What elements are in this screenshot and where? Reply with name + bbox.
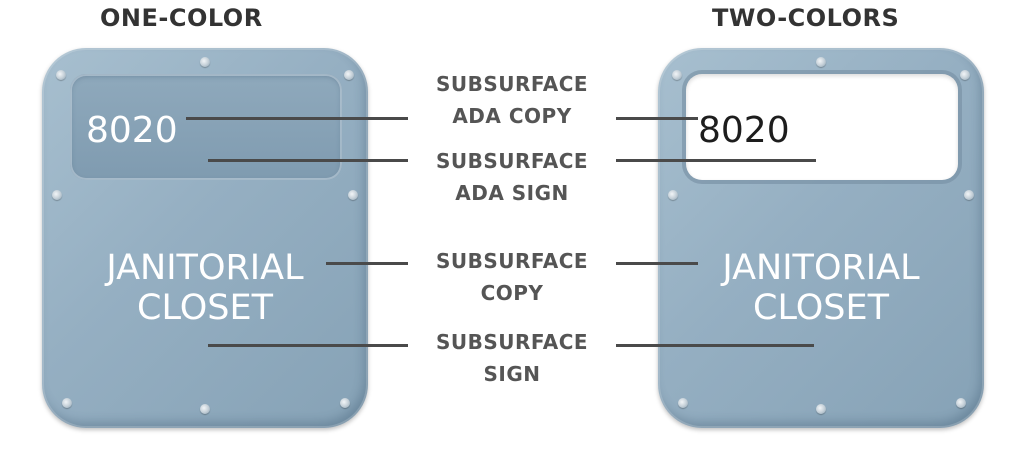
room-name-line2: CLOSET [753, 288, 889, 328]
heading-one-color: ONE-COLOR [100, 4, 263, 32]
screw-icon [678, 398, 688, 408]
leader-line-copy-left [326, 262, 408, 265]
screw-icon [344, 70, 354, 80]
screw-icon [668, 190, 678, 200]
screw-icon [672, 70, 682, 80]
leader-line-sign-left [208, 344, 408, 347]
room-name-line1: JANITORIAL [106, 248, 304, 288]
leader-line-ada-sign-left [208, 159, 408, 162]
screw-icon [956, 398, 966, 408]
screw-icon [816, 404, 826, 414]
callout-subsurface-ada-copy: SUBSURFACE ADA COPY [408, 68, 616, 132]
screw-icon [52, 190, 62, 200]
room-name-line1: JANITORIAL [722, 248, 920, 288]
callout-line2: ADA SIGN [455, 181, 569, 205]
callout-line1: SUBSURFACE [435, 330, 589, 354]
room-number: 8020 [86, 110, 178, 151]
callout-line1: SUBSURFACE [435, 249, 589, 273]
screw-icon [56, 70, 66, 80]
leader-line-ada-sign-right [616, 159, 816, 162]
room-name: JANITORIAL CLOSET [42, 248, 368, 328]
callout-line2: SIGN [483, 362, 541, 386]
screw-icon [200, 57, 210, 67]
callout-line1: SUBSURFACE [435, 149, 589, 173]
screw-icon [348, 190, 358, 200]
sign-one-color: 8020 JANITORIAL CLOSET [42, 48, 368, 428]
heading-two-colors: TWO-COLORS [712, 4, 900, 32]
screw-icon [200, 404, 210, 414]
screw-icon [816, 57, 826, 67]
callout-line1: SUBSURFACE [435, 72, 589, 96]
callout-subsurface-ada-sign: SUBSURFACE ADA SIGN [408, 145, 616, 209]
leader-line-copy-right [616, 262, 698, 265]
leader-line-ada-copy-right [616, 117, 698, 120]
leader-line-ada-copy-left [186, 117, 408, 120]
leader-line-sign-right [616, 344, 814, 347]
callout-line2: ADA COPY [452, 104, 572, 128]
ada-panel [70, 74, 342, 180]
screw-icon [964, 190, 974, 200]
screw-icon [340, 398, 350, 408]
room-name-line2: CLOSET [137, 288, 273, 328]
screw-icon [62, 398, 72, 408]
ada-panel [686, 74, 958, 180]
callout-subsurface-copy: SUBSURFACE COPY [408, 245, 616, 309]
room-number: 8020 [698, 110, 790, 151]
callout-subsurface-sign: SUBSURFACE SIGN [408, 326, 616, 390]
room-name: JANITORIAL CLOSET [658, 248, 984, 328]
screw-icon [960, 70, 970, 80]
sign-two-colors: 8020 JANITORIAL CLOSET [658, 48, 984, 428]
callout-line2: COPY [480, 281, 544, 305]
